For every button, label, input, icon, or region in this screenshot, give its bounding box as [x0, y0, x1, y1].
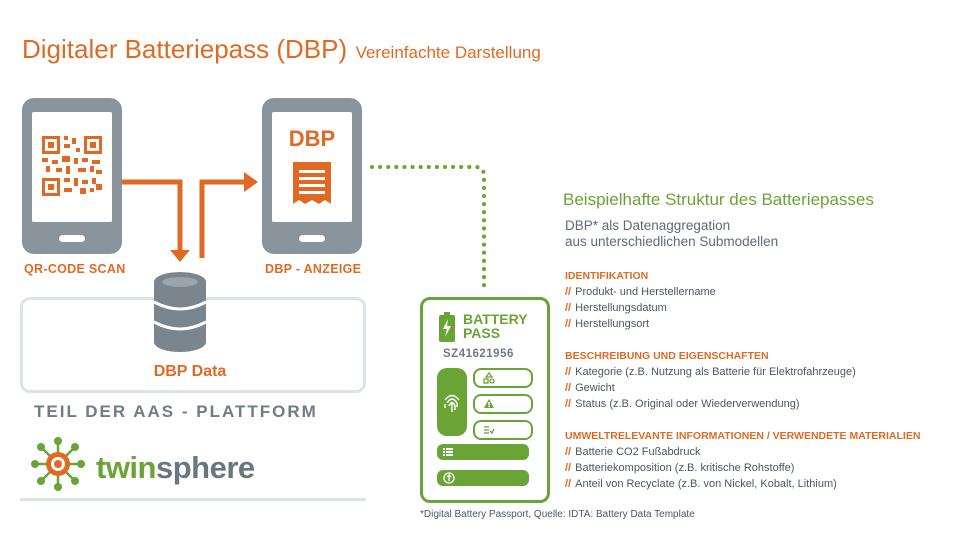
- list-bullet: //: [565, 286, 572, 298]
- list-bullet: //: [565, 398, 572, 410]
- list-bullet: //: [565, 302, 572, 314]
- list-bullet: //: [565, 478, 572, 490]
- logo-part-sphere: sphere: [156, 450, 255, 485]
- fingerprint-panel: [437, 368, 467, 436]
- title-main: Digitaler Batteriepass (DBP): [22, 34, 348, 64]
- list-bullet: //: [565, 446, 572, 458]
- list-bullet: //: [565, 318, 572, 330]
- dbp-data-label: DBP Data: [153, 363, 227, 380]
- list-item-text: Batterie CO2 Fußabdruck: [575, 446, 701, 458]
- receipt-icon: [293, 162, 331, 204]
- recycle-icon: [443, 472, 455, 484]
- battery-pass-title-line1: BATTERY: [463, 311, 528, 327]
- database-icon: [154, 272, 206, 352]
- list-item-text: Herstellungsort: [575, 318, 650, 330]
- list-item-text: Batteriekomposition (z.B. kritische Rohs…: [575, 462, 795, 474]
- battery-pass-title-line2: PASS: [463, 325, 501, 341]
- dbp-display-label: DBP - ANZEIGE: [265, 262, 362, 276]
- battery-pass-card: BATTERY PASS SZ41621956: [420, 297, 550, 503]
- recycle-bar: [437, 470, 529, 486]
- list-item: //Produkt- und Herstellername: [565, 286, 716, 298]
- pill-item-2: [473, 394, 533, 414]
- list-bullet: //: [565, 366, 572, 378]
- phone-screen: DBP: [272, 112, 352, 222]
- logo-part-twin: twin: [96, 450, 157, 485]
- footnote: *Digital Battery Passport, Quelle: IDTA:…: [420, 509, 695, 520]
- list-item: //Kategorie (z.B. Nutzung als Batterie f…: [565, 366, 856, 378]
- twinsphere-logo-text: twinsphere: [96, 450, 255, 486]
- list-bullet: //: [565, 382, 572, 394]
- battery-pass-title: BATTERY PASS: [463, 312, 528, 340]
- list-icon: [443, 448, 453, 456]
- dotted-link: [370, 165, 486, 294]
- battery-warning-icon: [484, 399, 494, 408]
- list-item: //Anteil von Recyclate (z.B. von Nickel,…: [565, 478, 837, 490]
- phone-screen: [32, 112, 112, 222]
- title-subtitle: Vereinfachte Darstellung: [355, 43, 541, 62]
- structure-intro: DBP* als Datenaggregation aus unterschie…: [565, 218, 778, 250]
- section-title: BESCHREIBUNG UND EIGENSCHAFTEN: [565, 350, 769, 362]
- home-button: [299, 235, 325, 242]
- battery-icon: [439, 312, 455, 342]
- list-bar: [437, 444, 529, 460]
- list-item-text: Produkt- und Herstellername: [575, 286, 716, 298]
- list-bullet: //: [565, 462, 572, 474]
- dbp-screen-label: DBP: [288, 126, 336, 151]
- arrow-down-head: [170, 250, 190, 262]
- list-item-text: Herstellungsdatum: [575, 302, 667, 314]
- page-title: Digitaler Batteriepass (DBP) Vereinfacht…: [22, 34, 541, 65]
- list-item-text: Anteil von Recyclate (z.B. von Nickel, K…: [575, 478, 837, 490]
- battery-pass-id: SZ41621956: [443, 348, 514, 360]
- section-title: IDENTIFIKATION: [565, 270, 649, 282]
- shapes-icon: [483, 372, 495, 384]
- list-item: //Herstellungsort: [565, 318, 649, 330]
- section-title: UMWELTRELEVANTE INFORMATIONEN / VERWENDE…: [565, 430, 921, 442]
- aas-platform-label: TEIL DER AAS - PLATTFORM: [34, 402, 318, 421]
- twinsphere-logo-icon: [31, 437, 85, 491]
- list-item: //Status (z.B. Original oder Wiederverwe…: [565, 398, 800, 410]
- list-check-icon: [484, 426, 495, 435]
- list-item: //Herstellungsdatum: [565, 302, 667, 314]
- structure-intro-line2: aus unterschiedlichen Submodellen: [565, 234, 779, 249]
- pill-item-3: [473, 420, 533, 440]
- qr-code-icon: [42, 136, 102, 196]
- arrow-right-head: [244, 172, 258, 192]
- phone-dbp-display: DBP: [262, 98, 362, 254]
- list-item-text: Kategorie (z.B. Nutzung als Batterie für…: [575, 366, 856, 378]
- list-item-text: Gewicht: [575, 382, 615, 394]
- arrow-data-to-display: [199, 179, 246, 258]
- structure-heading: Beispielhafte Struktur des Batteriepasse…: [563, 190, 874, 209]
- fingerprint-icon: [444, 394, 460, 412]
- platform-underline: [20, 498, 366, 501]
- list-item: //Batterie CO2 Fußabdruck: [565, 446, 700, 458]
- arrow-scan-to-data: [122, 179, 183, 252]
- home-button: [59, 235, 85, 242]
- list-item-text: Status (z.B. Original oder Wiederverwend…: [575, 398, 800, 410]
- pill-item-1: [473, 368, 533, 388]
- list-item: //Batteriekomposition (z.B. kritische Ro…: [565, 462, 794, 474]
- structure-intro-line1: DBP* als Datenaggregation: [565, 218, 731, 233]
- qr-scan-label: QR-CODE SCAN: [24, 262, 126, 276]
- phone-qr-scan: [22, 98, 122, 254]
- list-item: //Gewicht: [565, 382, 615, 394]
